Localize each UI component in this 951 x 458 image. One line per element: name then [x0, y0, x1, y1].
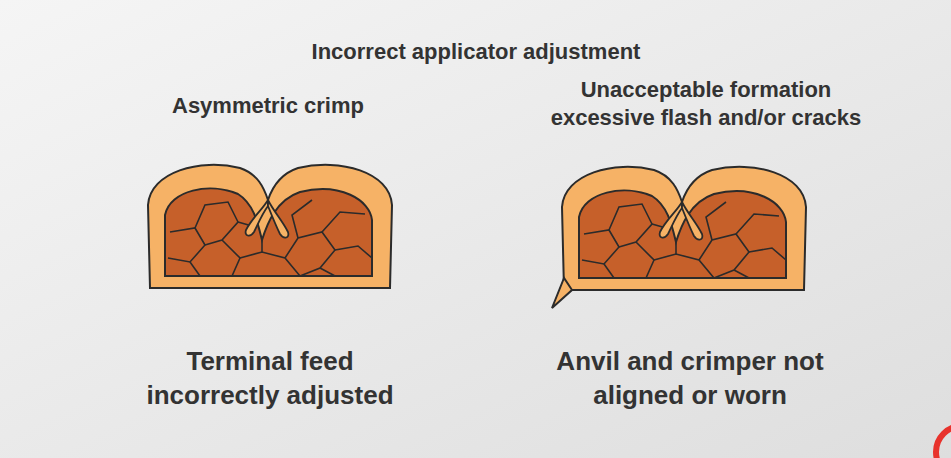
column-heading: Asymmetric crimp [118, 92, 418, 120]
cause-caption: Anvil and crimper not aligned or worn [539, 344, 841, 412]
cause-caption: Terminal feed incorrectly adjusted [134, 344, 406, 412]
flash [552, 278, 572, 308]
column-heading: Unacceptable formation excessive flash a… [536, 76, 876, 132]
warning-symbol [936, 426, 951, 458]
title: Incorrect applicator adjustment [176, 38, 776, 66]
